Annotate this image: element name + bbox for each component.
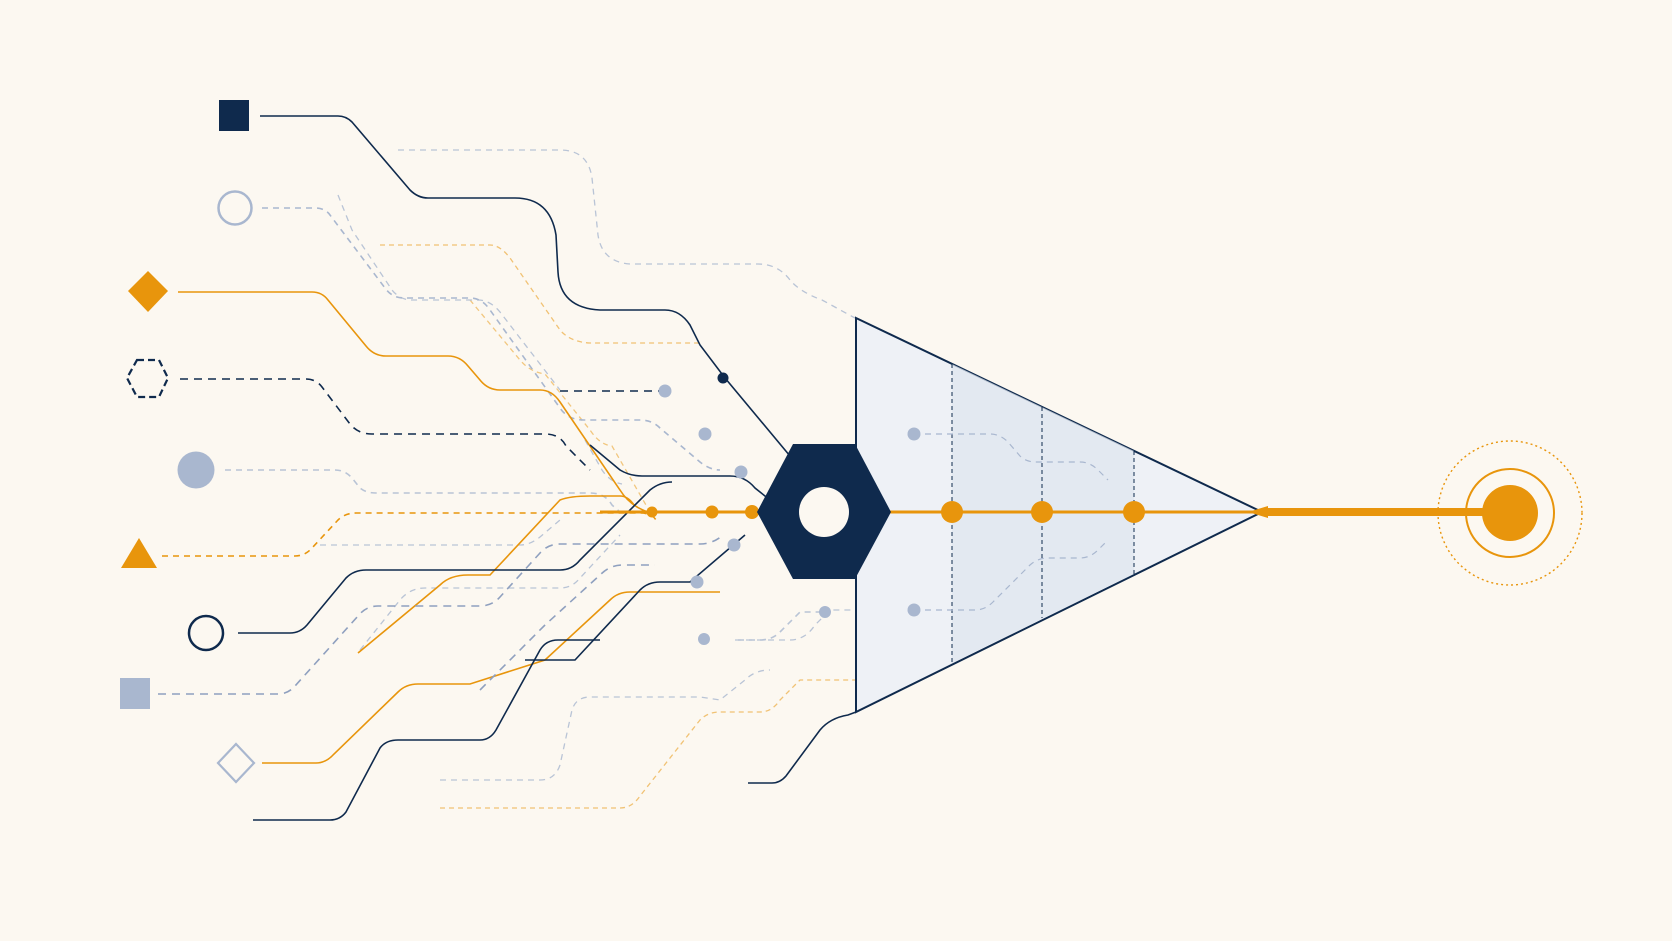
filled-circle-icon xyxy=(177,451,215,489)
flow-dot-stage-2 xyxy=(1031,501,1053,523)
route-faint-8 xyxy=(735,609,860,641)
hub xyxy=(757,444,891,579)
input-icons xyxy=(120,100,256,784)
route-navy-low-a xyxy=(253,639,600,821)
output-target xyxy=(1437,440,1583,586)
route-navy-low-b xyxy=(525,534,746,661)
target-output-icon xyxy=(1482,485,1538,541)
route-faint-4 xyxy=(337,194,561,391)
outline-circle-icon xyxy=(217,190,253,226)
route-square-light xyxy=(158,535,723,695)
funnel-dot-top xyxy=(907,427,921,441)
route-faint-5 xyxy=(584,439,623,485)
funnel-route-bottom xyxy=(914,539,1109,611)
outline-circle-icon xyxy=(187,614,225,652)
flow-line-taper xyxy=(1248,506,1268,518)
route-square-navy xyxy=(260,115,796,463)
input-routes xyxy=(158,115,857,821)
funnel xyxy=(855,316,1265,714)
flow-dot-3 xyxy=(745,505,759,519)
route-diamond-orange xyxy=(178,291,649,513)
route-outline-circle-navy xyxy=(238,481,673,634)
main-flow xyxy=(600,501,1490,523)
dashed-hexagon-icon xyxy=(125,358,170,399)
route-triangle-orange xyxy=(162,512,657,557)
dot-light-3 xyxy=(734,465,748,479)
dot-light-6 xyxy=(698,633,710,645)
faint-routes xyxy=(320,149,860,809)
filled-square-icon xyxy=(219,100,249,131)
route-faint-1 xyxy=(398,149,856,319)
route-filled-circle-light xyxy=(225,469,621,513)
filled-square-icon xyxy=(120,678,150,709)
funnel-dot-bottom xyxy=(907,603,921,617)
route-faint-3 xyxy=(469,299,651,513)
route-navy-mid xyxy=(589,444,771,501)
dot-light-4 xyxy=(727,538,741,552)
dot-light-7 xyxy=(819,606,831,618)
route-outline-diamond-light xyxy=(262,591,720,764)
route-navy-low-c xyxy=(748,711,857,784)
route-light-low-b xyxy=(738,611,825,641)
route-light-low xyxy=(479,564,655,691)
route-faint-2 xyxy=(380,244,700,344)
route-circle-light xyxy=(262,207,721,471)
flow-dot-stage-3 xyxy=(1123,501,1145,523)
funnel-route-top xyxy=(914,433,1109,481)
outline-diamond-icon xyxy=(216,742,256,784)
route-faint-7 xyxy=(440,679,855,809)
target-middle-ring xyxy=(1465,468,1555,558)
dot-light-5 xyxy=(690,575,704,589)
dot-light-2 xyxy=(698,427,712,441)
target-outer-ring xyxy=(1437,440,1583,586)
route-faint-6 xyxy=(440,669,771,781)
dot-navy-top xyxy=(717,372,729,384)
dot-light-1 xyxy=(658,384,672,398)
route-faint-10 xyxy=(320,519,561,546)
route-orange-solid-b xyxy=(357,495,635,654)
flow-dot-1 xyxy=(646,506,658,518)
filled-diamond-icon xyxy=(128,271,168,312)
filled-triangle-icon xyxy=(121,538,157,568)
flow-dot-2 xyxy=(705,505,719,519)
flow-dot-stage-1 xyxy=(941,501,963,523)
connector-dots xyxy=(658,372,831,645)
route-hexagon-navy xyxy=(180,378,591,471)
route-faint-9 xyxy=(359,534,621,651)
hub-hole xyxy=(799,487,849,537)
